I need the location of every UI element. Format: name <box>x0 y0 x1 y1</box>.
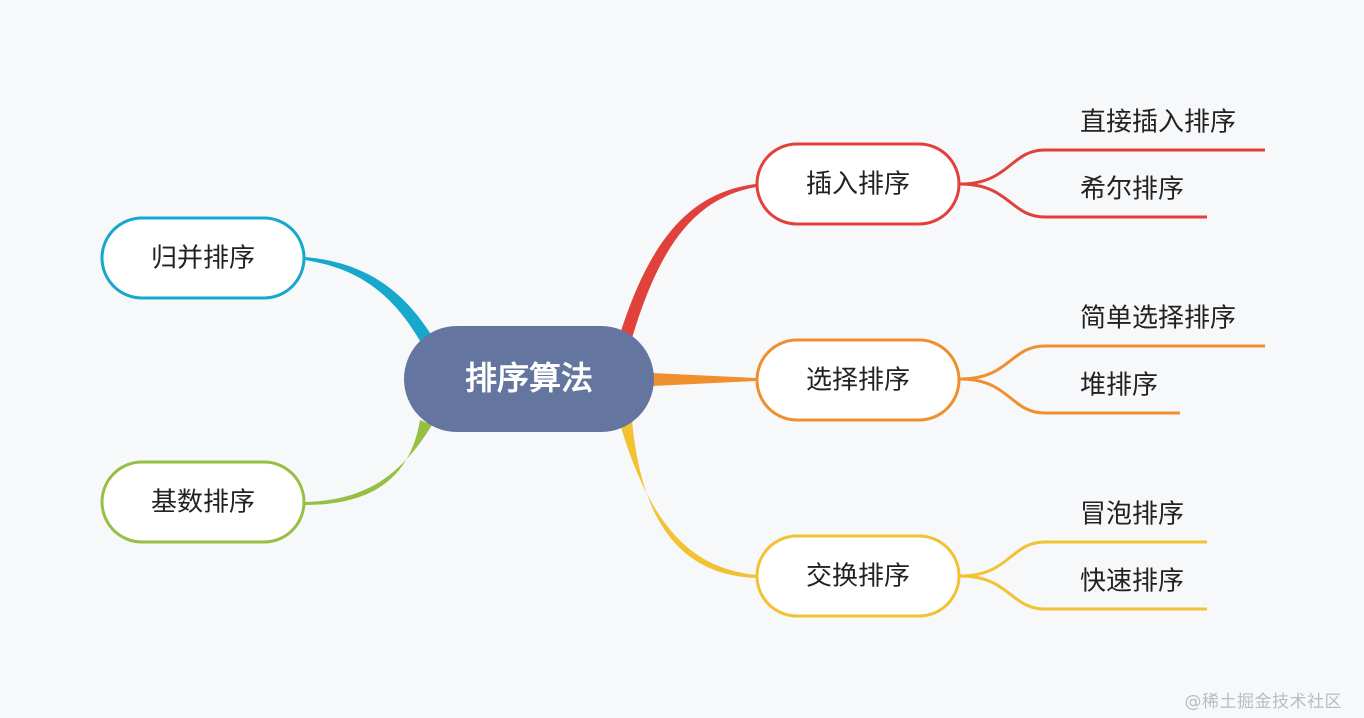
leaf-heap-sort[interactable]: 堆排序 <box>1080 371 1158 401</box>
connector-root-insertion <box>620 184 756 338</box>
branch-node-merge[interactable]: 归并排序 <box>100 216 306 300</box>
connector-root-radix <box>305 420 432 505</box>
leaf-simple-selection[interactable]: 简单选择排序 <box>1080 304 1236 334</box>
connector-root-merge <box>305 257 432 341</box>
root-label: 排序算法 <box>465 359 593 397</box>
branch-node-exchange[interactable]: 交换排序 <box>755 534 961 618</box>
leaf-quick-sort[interactable]: 快速排序 <box>1080 567 1184 597</box>
branch-label-insertion: 插入排序 <box>806 170 910 200</box>
leaf-connectors-exchange <box>959 540 1207 611</box>
connector-root-selection <box>652 373 756 386</box>
branch-node-insertion[interactable]: 插入排序 <box>755 142 961 226</box>
leaf-connectors-selection <box>959 344 1265 415</box>
leaf-shell-sort[interactable]: 希尔排序 <box>1080 175 1184 205</box>
leaf-bubble-sort[interactable]: 冒泡排序 <box>1080 500 1184 530</box>
branch-label-merge: 归并排序 <box>151 244 255 274</box>
branch-label-selection: 选择排序 <box>806 366 910 396</box>
branch-label-radix: 基数排序 <box>151 488 255 518</box>
branch-label-exchange: 交换排序 <box>806 562 910 592</box>
leaf-straight-insertion[interactable]: 直接插入排序 <box>1080 108 1236 138</box>
branch-node-radix[interactable]: 基数排序 <box>100 460 306 544</box>
leaf-connectors-insertion <box>959 148 1265 219</box>
watermark: @稀土掘金技术社区 <box>1184 692 1342 712</box>
branch-node-selection[interactable]: 选择排序 <box>755 338 961 422</box>
connector-root-exchange <box>620 420 756 578</box>
root-node[interactable]: 排序算法 <box>404 326 654 432</box>
